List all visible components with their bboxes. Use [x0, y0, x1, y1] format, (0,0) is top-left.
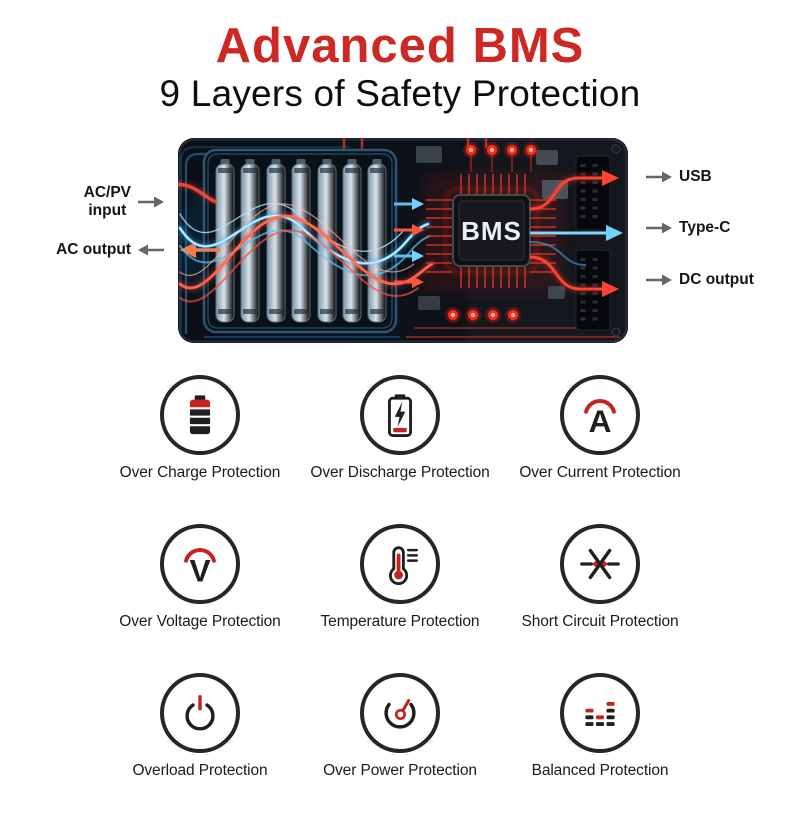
protection-label: Temperature Protection — [320, 613, 480, 630]
protection-label: Over Current Protection — [519, 464, 681, 481]
protection-item: Overload Protection — [100, 671, 300, 820]
page-title: Advanced BMS — [215, 19, 585, 73]
protection-item: Temperature Protection — [300, 522, 500, 671]
protection-label: Over Voltage Protection — [119, 613, 281, 630]
arrow-right-icon — [646, 274, 672, 286]
label-dc-output: DC output — [646, 271, 754, 289]
bms-chip-label: BMS — [461, 216, 522, 246]
protection-item: Balanced Protection — [500, 671, 700, 820]
protection-item: A Over Current Protection — [500, 373, 700, 522]
bms-chip: BMS — [444, 187, 539, 274]
arrow-right-icon — [646, 222, 672, 234]
overcharge-battery-icon — [189, 395, 211, 435]
arrow-left-icon — [138, 244, 164, 256]
thermometer-icon — [389, 546, 419, 586]
bms-circuit-board: BMS — [178, 138, 628, 343]
protection-badge — [360, 375, 440, 455]
led-cluster-top — [463, 142, 539, 158]
page: Advanced BMS 9 Layers of Safety Protecti… — [56, 19, 754, 779]
circuit-board-graphic: BMS — [178, 138, 628, 343]
protection-label: Over Power Protection — [323, 762, 477, 779]
battery-pack — [202, 148, 398, 334]
ac-pv-input-text: AC/PV input — [83, 184, 131, 219]
protection-badge — [160, 375, 240, 455]
arrow-right-icon — [138, 196, 164, 208]
overdischarge-battery-icon — [388, 394, 412, 438]
label-ac-output: AC output — [56, 241, 164, 259]
short-circuit-icon — [580, 548, 620, 580]
page-subtitle: 9 Layers of Safety Protection — [159, 73, 641, 114]
energy-waves — [178, 202, 436, 303]
power-button-icon — [185, 694, 215, 731]
label-type-c: Type-C — [646, 219, 730, 237]
protection-grid: Over Charge Protection Over Discharge Pr… — [100, 373, 700, 820]
protection-badge: V — [160, 524, 240, 604]
protection-item: Over Power Protection — [300, 671, 500, 820]
power-gauge-icon — [384, 699, 416, 729]
input-traces — [178, 180, 220, 258]
overvoltage-icon: V — [184, 547, 216, 587]
ac-output-text: AC output — [56, 241, 131, 258]
protection-label: Overload Protection — [132, 762, 268, 779]
label-usb: USB — [646, 168, 712, 186]
protection-label: Over Charge Protection — [119, 464, 281, 481]
protection-item: Short Circuit Protection — [500, 522, 700, 671]
overcurrent-ampere-icon: A — [584, 398, 616, 438]
balance-bars-icon — [585, 701, 615, 726]
led-cluster-bottom — [445, 307, 521, 323]
protection-badge — [560, 524, 640, 604]
protection-item: Over Discharge Protection — [300, 373, 500, 522]
output-traces — [529, 170, 623, 297]
protection-label: Balanced Protection — [531, 762, 669, 779]
svg-text:A: A — [589, 403, 612, 438]
protection-item: Over Charge Protection — [100, 373, 300, 522]
svg-text:V: V — [189, 552, 210, 587]
protection-label: Over Discharge Protection — [310, 464, 490, 481]
label-ac-pv-input: AC/PV input — [62, 184, 164, 220]
protection-badge — [560, 673, 640, 753]
protection-badge: A — [560, 375, 640, 455]
protection-label: Short Circuit Protection — [521, 613, 679, 630]
protection-item: V Over Voltage Protection — [100, 522, 300, 671]
protection-badge — [360, 524, 440, 604]
arrow-right-icon — [646, 171, 672, 183]
pack-to-chip-arrows — [394, 198, 424, 288]
protection-badge — [360, 673, 440, 753]
protection-badge — [160, 673, 240, 753]
